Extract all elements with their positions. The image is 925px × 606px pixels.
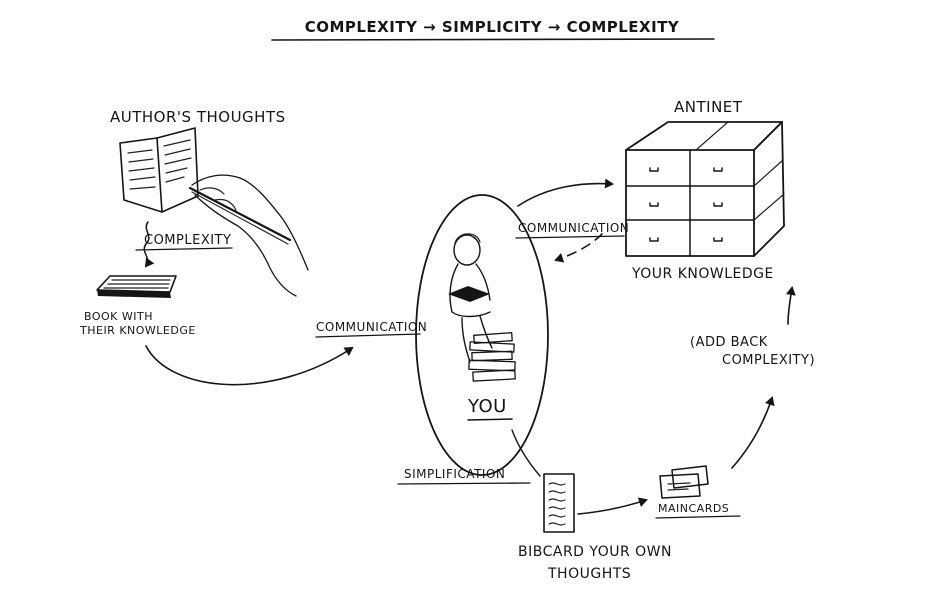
maincards-to-antinet-arrow [731,396,775,469]
simplification-label: SIMPLIFICATION [404,467,505,481]
authors-thoughts-label: AUTHOR'S THOUGHTS [110,108,286,126]
diagram-title: COMPLEXITY → SIMPLICITY → COMPLEXITY [305,18,680,36]
maincards-label: MAINCARDS [658,502,729,515]
you-to-antinet-arrow [517,178,614,207]
communication-right-underline [515,235,625,239]
antinet-to-you-dashed-arrow [554,233,603,263]
you-label: YOU [467,396,507,417]
bibcard-label-line1: BIBCARD YOUR OWN [518,544,672,560]
antinet-label: ANTINET [674,98,743,116]
complexity-underline [135,247,233,251]
stacked-index-cards-icon [659,465,709,499]
complexity-squiggle-arrow [143,221,155,268]
book-to-you-arrow [145,345,354,386]
person-reading-on-book-stack-icon [448,233,516,382]
bibliography-card-icon [543,473,575,533]
title-group: COMPLEXITY → SIMPLICITY → COMPLEXITY [271,18,715,41]
add-back-up-arrow [785,286,796,325]
complexity-label: COMPLEXITY [144,233,231,248]
add-back-label-line1: (ADD BACK [690,335,768,350]
you-underline [467,418,513,421]
index-card-cabinet-icon [625,121,785,257]
communication-right-label: COMMUNICATION [518,221,629,235]
add-back-label-line2: COMPLEXITY) [722,353,815,368]
book-label-line1: BOOK WITH [84,310,153,323]
closed-book-icon [96,275,177,298]
open-notebook-with-hand-writing-icon [119,127,309,297]
you-to-bibcard-line [511,429,541,477]
title-underline [271,38,715,41]
bibcard-label-line2: THOUGHTS [547,566,631,582]
simplification-underline [397,482,531,485]
bibcard-to-maincards-arrow [577,497,648,515]
your-knowledge-label: YOUR KNOWLEDGE [631,266,774,282]
book-label-line2: THEIR KNOWLEDGE [79,324,196,337]
communication-left-underline [315,333,421,338]
maincards-underline [655,515,741,519]
you-oval [415,194,549,476]
communication-left-label: COMMUNICATION [316,320,427,334]
